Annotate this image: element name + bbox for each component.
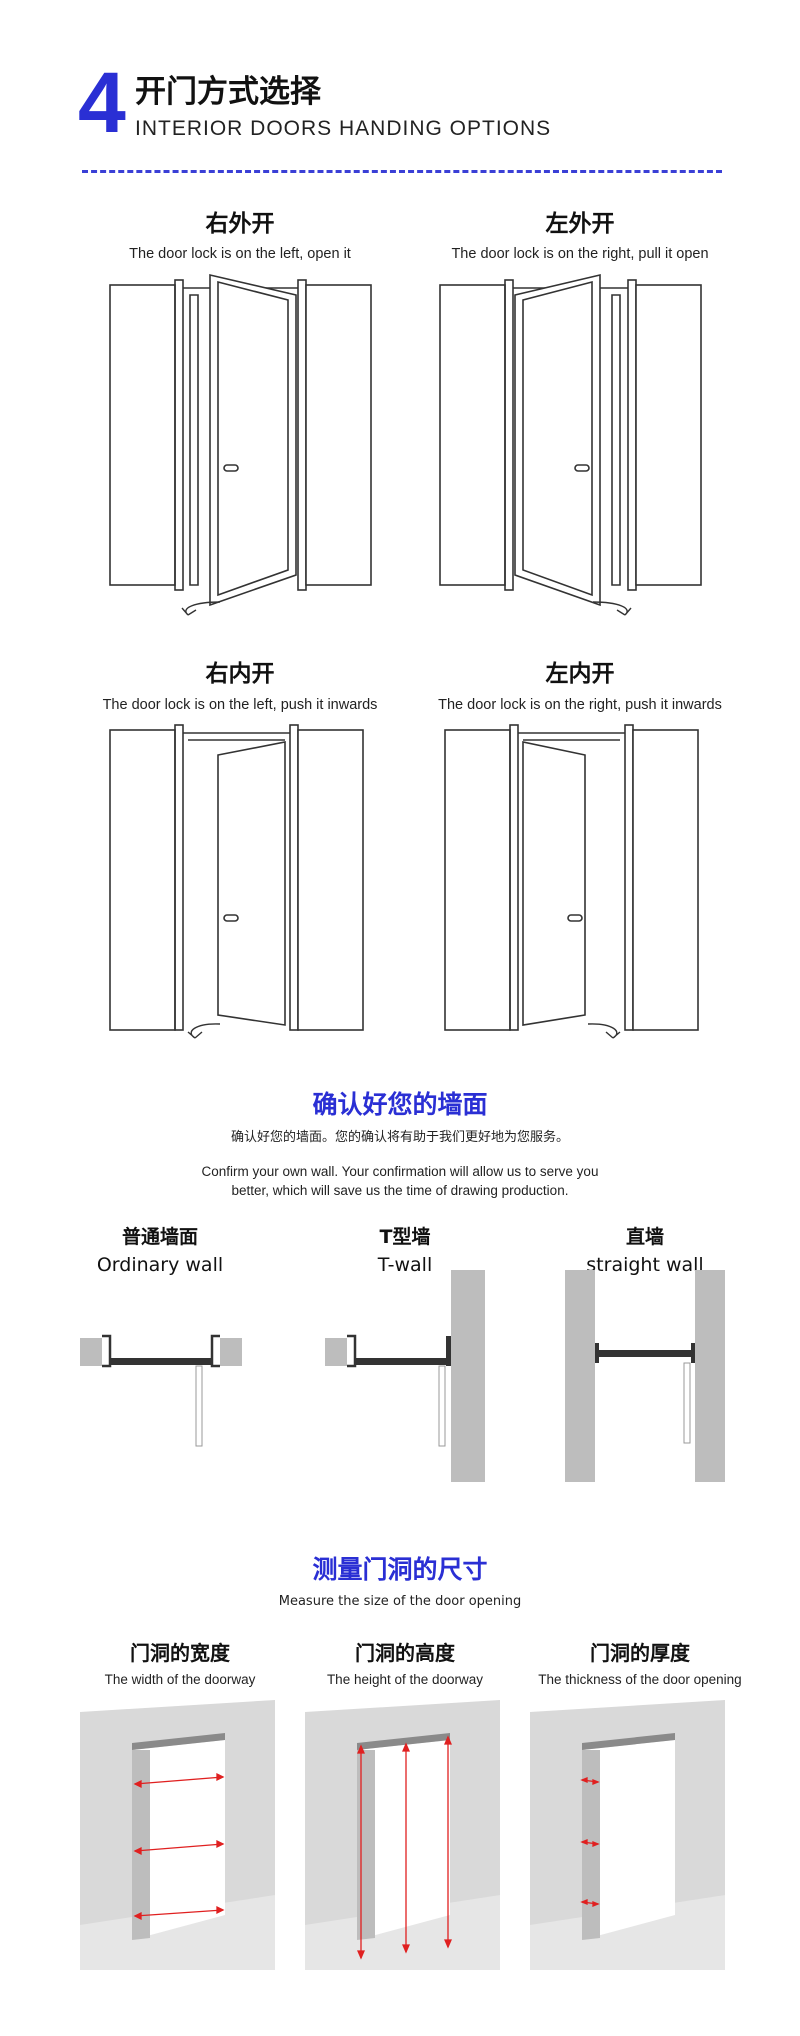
measure-label-en: The width of the doorway: [104, 1672, 256, 1687]
door-out-left-illustration: [439, 273, 702, 616]
door-title: 左内开: [545, 661, 615, 687]
dashed-divider: [82, 170, 722, 173]
doorway-height-diagram: [305, 1700, 500, 1970]
door-in-right-illustration: [109, 724, 364, 1039]
measure-label-cn: 门洞的高度: [355, 1641, 455, 1665]
measure-section-subtitle: Measure the size of the door opening: [278, 1594, 522, 1609]
door-desc: The door lock is on the right, pull it o…: [451, 246, 709, 262]
measure-section-title: 测量门洞的尺寸: [312, 1555, 488, 1584]
measure-label-cn: 门洞的厚度: [590, 1641, 690, 1665]
door-out-right-illustration: [109, 273, 372, 616]
measure-label-en: The thickness of the door opening: [538, 1672, 742, 1687]
measure-label-en: The height of the doorway: [326, 1672, 484, 1687]
straight-wall-diagram: [565, 1270, 725, 1482]
door-desc: The door lock is on the left, open it: [129, 246, 351, 262]
wall-section-para-line1: Confirm your own wall. Your confirmation…: [201, 1164, 599, 1179]
door-title: 左外开: [545, 211, 615, 237]
wall-section-title: 确认好您的墙面: [312, 1090, 488, 1119]
section-number: 4: [78, 55, 126, 151]
wall-label-en: straight wall: [586, 1254, 704, 1276]
section-title-cn: 开门方式选择: [135, 74, 321, 110]
door-title: 右内开: [205, 661, 275, 687]
t-wall-diagram: [325, 1270, 485, 1482]
wall-section-subtitle: 确认好您的墙面。您的确认将有助于我们更好地为您服务。: [230, 1130, 569, 1145]
door-desc: The door lock is on the left, push it in…: [102, 697, 378, 713]
doorway-width-diagram: [80, 1700, 275, 1970]
wall-label-en: T-wall: [377, 1254, 433, 1276]
door-in-left-illustration: [444, 724, 699, 1039]
wall-label-cn: 普通墙面: [121, 1226, 198, 1248]
door-title: 右外开: [205, 211, 275, 237]
wall-section-para-line2: better, which will save us the time of d…: [231, 1183, 569, 1198]
section-title-en: INTERIOR DOORS HANDING OPTIONS: [135, 117, 552, 140]
door-desc: The door lock is on the right, push it i…: [438, 697, 722, 713]
wall-label-en: Ordinary wall: [96, 1254, 224, 1276]
doorway-thickness-diagram: [530, 1700, 725, 1970]
measure-label-cn: 门洞的宽度: [130, 1641, 230, 1665]
ordinary-wall-diagram: [80, 1334, 242, 1447]
wall-label-cn: T型墙: [379, 1226, 431, 1248]
wall-label-cn: 直墙: [625, 1226, 664, 1248]
